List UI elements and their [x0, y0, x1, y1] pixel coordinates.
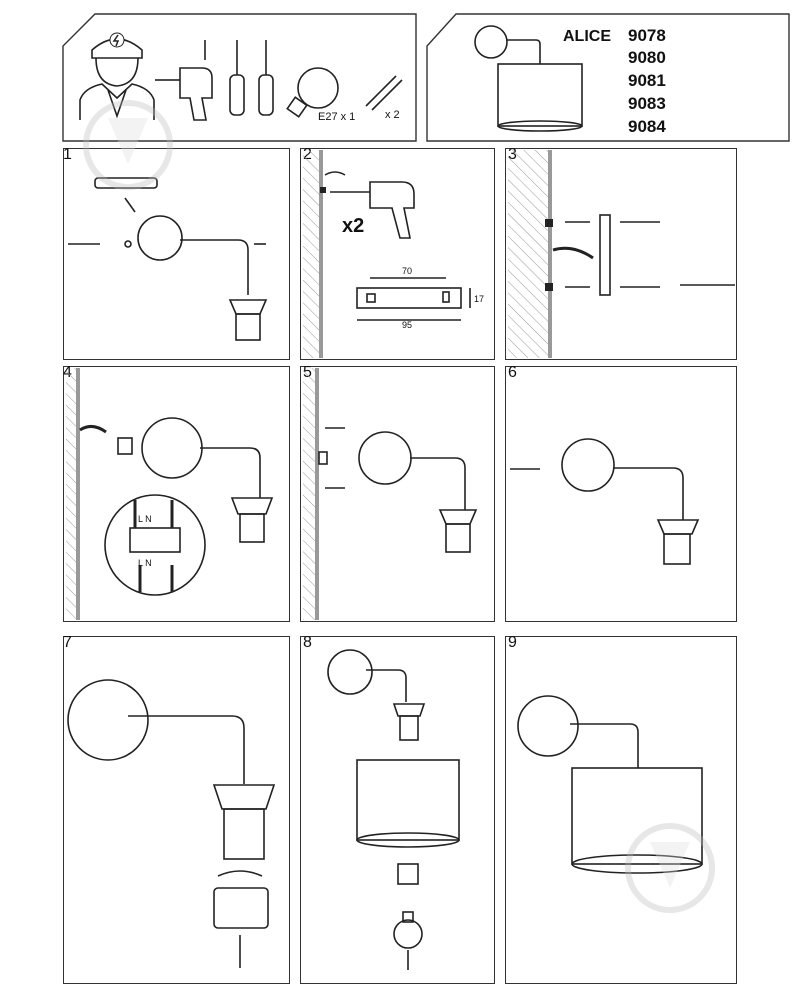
- step-number: 3: [508, 146, 517, 163]
- step-panel-2: [300, 148, 495, 360]
- step-panel-9: [505, 636, 737, 984]
- step-number: 7: [63, 634, 72, 651]
- step-panel-8: [300, 636, 495, 984]
- step-number: 5: [303, 364, 312, 381]
- step-number: 2: [303, 146, 312, 163]
- bulb-label: E27 x 1: [318, 111, 355, 123]
- step-panel-3: [505, 148, 737, 360]
- step-number: 6: [508, 364, 517, 381]
- product-name: ALICE: [563, 28, 611, 45]
- step-number: 9: [508, 634, 517, 651]
- product-code: 9078: [628, 26, 666, 45]
- step-panel-5: [300, 366, 495, 622]
- step-number: 8: [303, 634, 312, 651]
- step-panel-4: [63, 366, 290, 622]
- product-code: 9080: [628, 48, 666, 67]
- product-code: 9083: [628, 94, 666, 113]
- step-number: 1: [63, 146, 72, 163]
- step-panel-7: [63, 636, 290, 984]
- product-code: 9084: [628, 117, 666, 136]
- screws-label: x 2: [385, 109, 400, 121]
- product-code: 9081: [628, 71, 666, 90]
- step-number: 4: [63, 364, 72, 381]
- step-panel-1: [63, 148, 290, 360]
- step-panel-6: [505, 366, 737, 622]
